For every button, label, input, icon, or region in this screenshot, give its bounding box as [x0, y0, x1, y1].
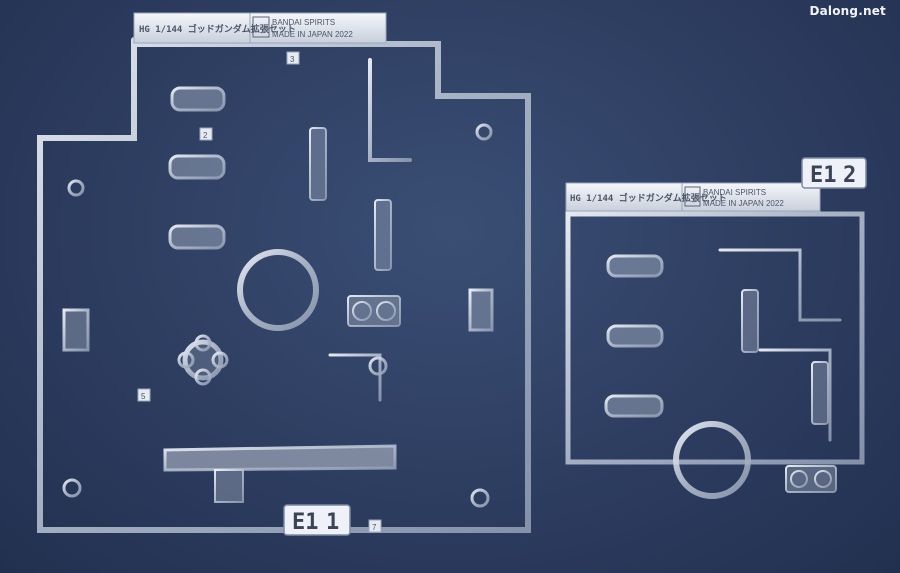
part-number-3: 3: [290, 55, 295, 64]
runner-left: [37, 37, 531, 533]
runner-right-tag: E1 2: [801, 157, 867, 189]
runner-left-maker-1: BANDAI SPIRITS: [272, 18, 335, 27]
runner-right-maker-2: MADE IN JAPAN 2022: [703, 199, 784, 208]
runner-right: [565, 209, 865, 522]
part-number-7: 7: [372, 523, 377, 532]
runner-right-label: HG 1/144 ゴッドガンダム拡張セット BANDAI SPIRITS MAD…: [565, 182, 821, 212]
runner-left-title: HG 1/144 ゴッドガンダム拡張セット: [139, 23, 296, 35]
part-number-5: 5: [141, 392, 146, 401]
runner-right-code: E1: [810, 163, 837, 188]
runner-left-number: 1: [326, 510, 339, 535]
runner-right-title: HG 1/144 ゴッドガンダム拡張セット: [570, 192, 727, 204]
runner-right-maker-1: BANDAI SPIRITS: [703, 188, 766, 197]
watermark: Dalong.net: [809, 4, 886, 18]
runner-left-code: E1: [292, 510, 319, 535]
runner-right-number: 2: [843, 163, 856, 188]
runner-left-tag: E1 1: [283, 504, 351, 536]
runner-left-label: HG 1/144 ゴッドガンダム拡張セット BANDAI SPIRITS MAD…: [133, 12, 387, 44]
part-number-2: 2: [203, 131, 208, 140]
runner-left-maker-2: MADE IN JAPAN 2022: [272, 30, 353, 39]
